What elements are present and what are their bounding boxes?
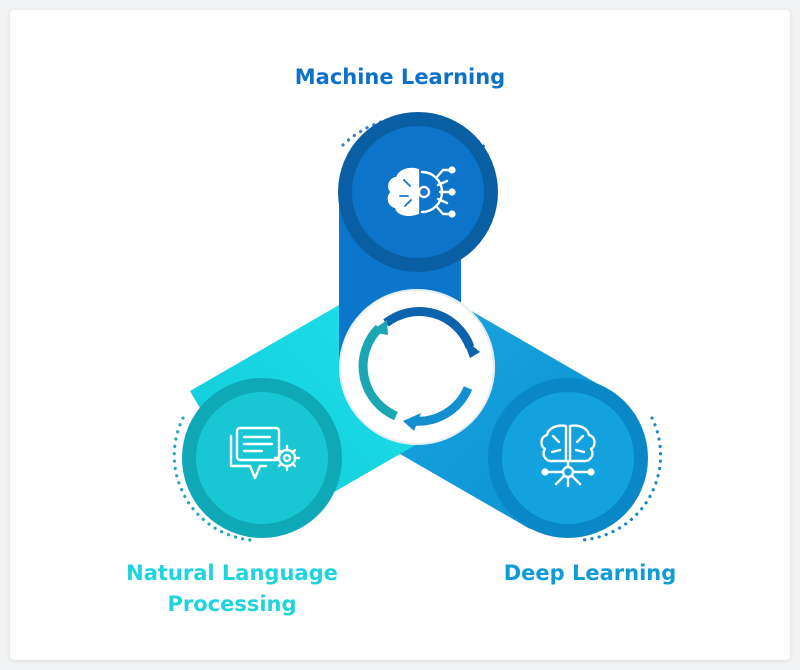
label-machine-learning: Machine Learning — [294, 65, 506, 89]
node-nlp[interactable] — [182, 378, 342, 538]
brain-gear-icon — [387, 166, 456, 218]
chat-gear-icon — [229, 426, 301, 480]
dotted-arc-nlp — [172, 416, 252, 542]
label-nlp-line2: Processing — [167, 592, 297, 616]
label-nlp: Natural Language Processing — [102, 558, 362, 620]
cycle-arrows-icon — [358, 307, 480, 431]
node-machine-learning[interactable] — [338, 112, 498, 272]
center-hub — [339, 289, 495, 445]
label-nlp-line1: Natural Language — [126, 561, 338, 585]
brain-circuit-icon — [540, 424, 596, 488]
label-deep-learning: Deep Learning — [503, 561, 677, 585]
node-deep-learning[interactable] — [488, 378, 648, 538]
dotted-arc-dl — [580, 416, 663, 542]
